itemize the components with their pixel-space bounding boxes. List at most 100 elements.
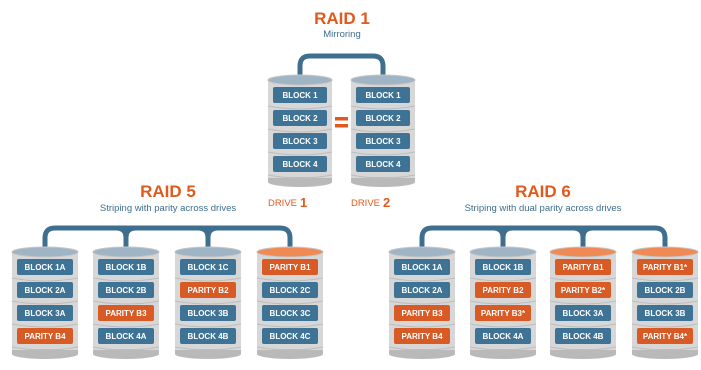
block-label: BLOCK 4A <box>483 332 524 341</box>
data-block <box>273 133 327 149</box>
drive-top <box>469 246 537 258</box>
drive-number: 3 <box>208 367 215 370</box>
block-label: BLOCK 4B <box>563 332 604 341</box>
drive-base <box>470 350 536 354</box>
drive-base <box>550 350 616 354</box>
data-block <box>356 133 410 149</box>
drive-top <box>549 246 617 258</box>
data-block <box>637 305 693 321</box>
block-label: PARITY B1* <box>643 263 688 272</box>
parity-block <box>555 282 611 298</box>
raid6-subtitle: Striping with dual parity across drives <box>465 203 622 214</box>
block-label: BLOCK 3 <box>365 137 401 146</box>
data-block <box>394 282 450 298</box>
drive-base <box>257 350 323 354</box>
parity-block <box>475 305 531 321</box>
platter-ring <box>267 151 333 156</box>
platter-ring <box>256 277 324 282</box>
platter-ring <box>631 277 699 282</box>
raid1-subtitle: Mirroring <box>323 29 360 40</box>
connector-bar <box>419 225 668 251</box>
drive-number: 1 <box>300 195 307 210</box>
drive-base <box>12 350 78 354</box>
drive-top <box>92 246 160 258</box>
block-label: PARITY B2 <box>482 286 524 295</box>
raid5-title: RAID 5 <box>140 182 196 201</box>
block-label: BLOCK 2 <box>365 114 401 123</box>
data-block <box>475 259 531 275</box>
drive-top <box>256 246 324 258</box>
data-block <box>180 305 236 321</box>
platter-ring <box>350 151 416 156</box>
drive-top <box>174 246 242 258</box>
platter-ring <box>92 346 160 351</box>
platter-ring <box>174 346 242 351</box>
data-block <box>262 282 318 298</box>
drive-top <box>388 246 456 258</box>
drive-number: 1 <box>422 367 429 370</box>
block-label: BLOCK 1A <box>25 263 66 272</box>
data-block <box>356 156 410 172</box>
connector-bar <box>42 225 293 251</box>
drive-label: DRIVE <box>268 198 297 209</box>
block-label: BLOCK 3C <box>270 309 311 318</box>
block-label: BLOCK 1B <box>106 263 147 272</box>
platter-ring <box>256 323 324 328</box>
data-block <box>555 328 611 344</box>
raid6-connector <box>419 225 668 251</box>
platter-ring <box>469 277 537 282</box>
raid6-title: RAID 6 <box>515 182 571 201</box>
drive-number: 4 <box>665 367 673 370</box>
platter-ring <box>11 346 79 351</box>
platter-ring <box>174 323 242 328</box>
data-block <box>555 305 611 321</box>
platter-ring <box>549 323 617 328</box>
block-label: BLOCK 1 <box>282 91 318 100</box>
raid5-subtitle: Striping with parity across drives <box>100 203 236 214</box>
block-label: PARITY B3* <box>481 309 526 318</box>
platter-ring <box>469 323 537 328</box>
parity-block <box>262 259 318 275</box>
drive-top <box>267 74 333 86</box>
platter-ring <box>631 323 699 328</box>
drive-base <box>93 350 159 354</box>
data-block <box>98 282 154 298</box>
block-label: PARITY B2* <box>561 286 606 295</box>
platter-ring <box>267 105 333 110</box>
connector-stub <box>205 225 221 241</box>
connector-stub <box>580 225 596 241</box>
data-block <box>17 282 73 298</box>
equals-sign <box>335 117 348 128</box>
platter-ring <box>631 300 699 305</box>
drive-label: DRIVE <box>351 198 380 209</box>
block-label: PARITY B4 <box>401 332 443 341</box>
block-label: PARITY B1 <box>269 263 311 272</box>
block-label: BLOCK 1B <box>483 263 524 272</box>
connector-stub <box>123 225 139 241</box>
platter-ring <box>92 277 160 282</box>
block-label: BLOCK 4C <box>270 332 311 341</box>
connector-bar <box>297 53 386 79</box>
platter-ring <box>388 277 456 282</box>
block-label: BLOCK 1C <box>188 263 229 272</box>
data-block <box>273 110 327 126</box>
block-label: BLOCK 2 <box>282 114 318 123</box>
block-label: BLOCK 2A <box>402 286 443 295</box>
block-label: BLOCK 1A <box>402 263 443 272</box>
drive-number: 2 <box>383 195 390 210</box>
platter-ring <box>469 300 537 305</box>
platter-ring <box>350 128 416 133</box>
parity-block <box>475 282 531 298</box>
block-label: BLOCK 4 <box>282 160 318 169</box>
data-block <box>98 259 154 275</box>
platter-ring <box>11 277 79 282</box>
parity-block <box>637 328 693 344</box>
drive-base <box>351 178 415 182</box>
